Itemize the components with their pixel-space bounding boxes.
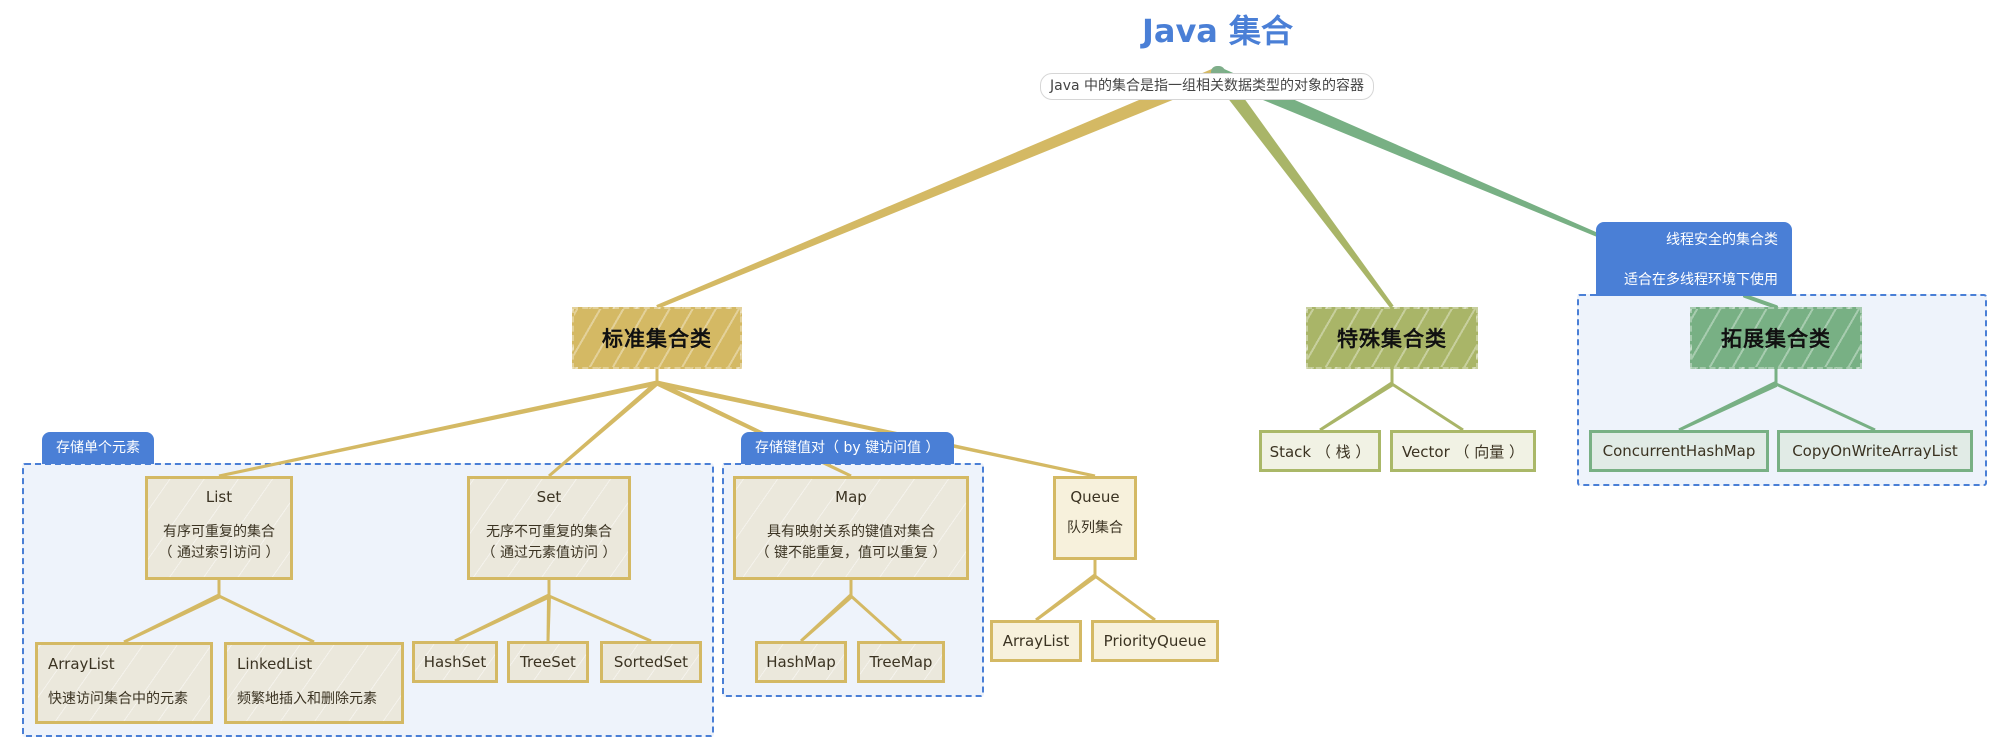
link-extended-concurrenthashmap xyxy=(1678,381,1778,432)
node-set-desc1: 无序不可重复的集合 xyxy=(486,524,612,540)
node-map-desc1: 具有映射关系的键值对集合 xyxy=(767,524,935,540)
node-queue-desc: 队列集合 xyxy=(1067,520,1123,536)
node-map-desc2: （ 键不能重复，值可以重复 ） xyxy=(755,545,947,561)
node-treemap[interactable]: TreeMap xyxy=(857,641,945,683)
node-concurrenthashmap[interactable]: ConcurrentHashMap xyxy=(1589,430,1769,472)
link-set-treeset xyxy=(546,595,551,642)
node-treeset[interactable]: TreeSet xyxy=(507,641,589,683)
node-list[interactable]: List 有序可重复的集合 （ 通过索引访问 ） xyxy=(145,476,293,580)
group-tag-key-value: 存储键值对（ by 键访问值 ） xyxy=(741,432,954,464)
link-special-stack xyxy=(1319,381,1394,432)
node-linkedlist-desc: 频繁地插入和删除元素 xyxy=(237,691,377,707)
node-set[interactable]: Set 无序不可重复的集合 （ 通过元素值访问 ） xyxy=(467,476,631,580)
topic-standard-collections[interactable]: 标准集合类 xyxy=(572,307,742,369)
link-map-hashmap xyxy=(799,594,853,643)
diagram-title: Java 集合 xyxy=(1141,12,1294,50)
node-set-title: Set xyxy=(536,488,562,506)
link-queue-arraylist xyxy=(1035,573,1097,622)
node-priorityqueue[interactable]: PriorityQueue xyxy=(1091,620,1219,662)
link-queue-priorityqueue xyxy=(1094,574,1156,622)
node-queue-arraylist[interactable]: ArrayList xyxy=(990,620,1082,662)
node-sortedset[interactable]: SortedSet xyxy=(600,641,702,683)
link-standard-queue xyxy=(656,380,1096,478)
node-hashmap[interactable]: HashMap xyxy=(755,641,847,683)
link-standard-list xyxy=(218,380,658,478)
node-map[interactable]: Map 具有映射关系的键值对集合 （ 键不能重复，值可以重复 ） xyxy=(733,476,969,580)
thread-safe-tag-line2: 适合在多线程环境下使用 xyxy=(1624,272,1778,288)
node-linkedlist-title: LinkedList xyxy=(237,655,313,673)
link-root-standard xyxy=(656,67,1221,309)
link-special-vector xyxy=(1391,382,1464,432)
link-standard-set xyxy=(548,381,659,478)
link-set-hashset xyxy=(454,593,551,643)
node-map-title: Map xyxy=(835,488,867,506)
link-extended-tag-topic xyxy=(1743,294,1778,309)
node-arraylist-title: ArrayList xyxy=(48,655,115,673)
node-stack[interactable]: Stack （ 栈 ） xyxy=(1259,430,1381,472)
link-map-treemap xyxy=(849,594,903,643)
node-queue-title: Queue xyxy=(1070,488,1120,506)
node-queue[interactable]: Queue 队列集合 xyxy=(1053,476,1137,560)
link-list-linkedlist xyxy=(218,594,315,644)
topic-special-collections[interactable]: 特殊集合类 xyxy=(1306,307,1478,369)
thread-safe-tag-line1: 线程安全的集合类 xyxy=(1666,232,1778,248)
node-copyonwritearraylist[interactable]: CopyOnWriteArrayList xyxy=(1777,430,1973,472)
node-linkedlist[interactable]: LinkedList 频繁地插入和删除元素 xyxy=(224,642,404,724)
root-description: Java 中的集合是指一组相关数据类型的对象的容器 xyxy=(1040,73,1375,100)
node-list-title: List xyxy=(205,488,233,506)
node-list-desc2: （ 通过索引访问 ） xyxy=(158,545,280,561)
node-arraylist-desc: 快速访问集合中的元素 xyxy=(48,691,188,707)
link-root-extended xyxy=(1215,67,1601,238)
node-arraylist[interactable]: ArrayList 快速访问集合中的元素 xyxy=(35,642,213,724)
topic-extended-collections[interactable]: 拓展集合类 xyxy=(1690,307,1862,369)
node-list-desc1: 有序可重复的集合 xyxy=(163,524,275,540)
link-extended-copyonwrite xyxy=(1775,382,1876,432)
link-root-special xyxy=(1212,69,1394,309)
group-tag-single-element: 存储单个元素 xyxy=(42,432,154,464)
link-set-sortedset xyxy=(548,594,652,643)
node-vector[interactable]: Vector （ 向量 ） xyxy=(1390,430,1536,472)
node-hashset[interactable]: HashSet xyxy=(412,641,498,683)
node-set-desc2: （ 通过元素值访问 ） xyxy=(481,545,617,561)
group-tag-thread-safe: 线程安全的集合类 适合在多线程环境下使用 xyxy=(1596,222,1792,296)
link-list-arraylist xyxy=(123,593,221,644)
